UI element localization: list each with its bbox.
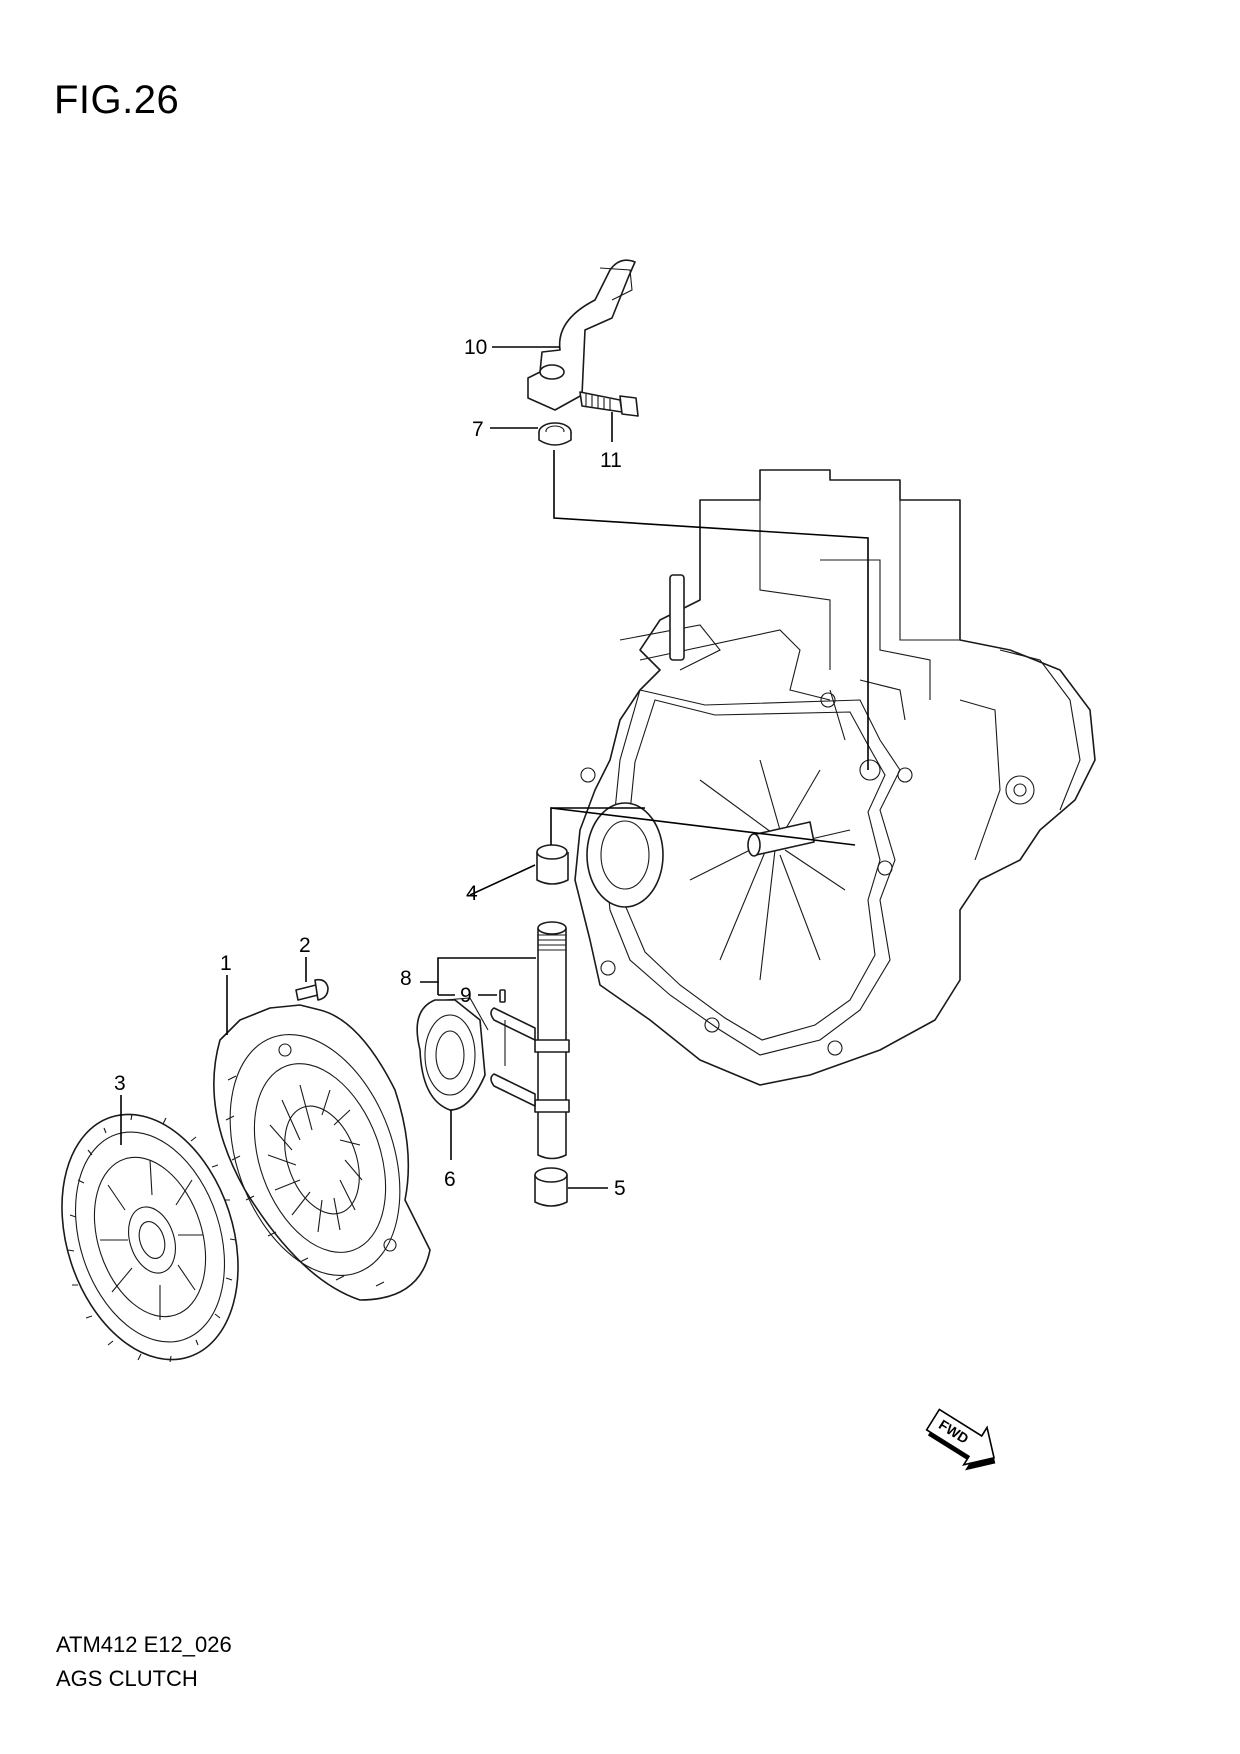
fwd-arrow-icon: FWD — [925, 1408, 996, 1471]
seal-part-7 — [538, 422, 572, 446]
callout-1: 1 — [220, 952, 232, 975]
clutch-cover-part-1 — [213, 1004, 431, 1301]
callout-4: 4 — [466, 882, 478, 905]
shaft-part-8 — [490, 921, 570, 1160]
screw-part-2 — [295, 978, 329, 1001]
pin-part-9 — [499, 989, 506, 1003]
callout-5: 5 — [614, 1177, 626, 1200]
diagram-code: ATM412 E12_026 — [56, 1632, 232, 1657]
clutch-disc-part-3 — [61, 1113, 239, 1363]
release-bearing-part-6 — [416, 997, 489, 1111]
callout-7: 7 — [472, 418, 484, 441]
leader-lines — [120, 346, 869, 1189]
callout-11: 11 — [600, 449, 622, 472]
bushing-part-4 — [536, 844, 569, 885]
callout-numbers: 1 2 3 4 5 6 7 8 9 10 11 — [114, 336, 626, 1200]
bolt-part-11 — [579, 391, 639, 417]
callout-6: 6 — [444, 1168, 456, 1191]
release-lever-part-10 — [527, 259, 636, 411]
transmission-housing — [574, 469, 1096, 1086]
callout-3: 3 — [114, 1072, 126, 1095]
callout-10: 10 — [464, 336, 487, 359]
callout-9: 9 — [460, 984, 472, 1007]
diagram-name: AGS CLUTCH — [56, 1666, 198, 1691]
bushing-part-5 — [534, 1167, 568, 1207]
figure-title: FIG.26 — [54, 78, 180, 122]
callout-8: 8 — [400, 967, 412, 990]
callout-2: 2 — [299, 934, 311, 957]
